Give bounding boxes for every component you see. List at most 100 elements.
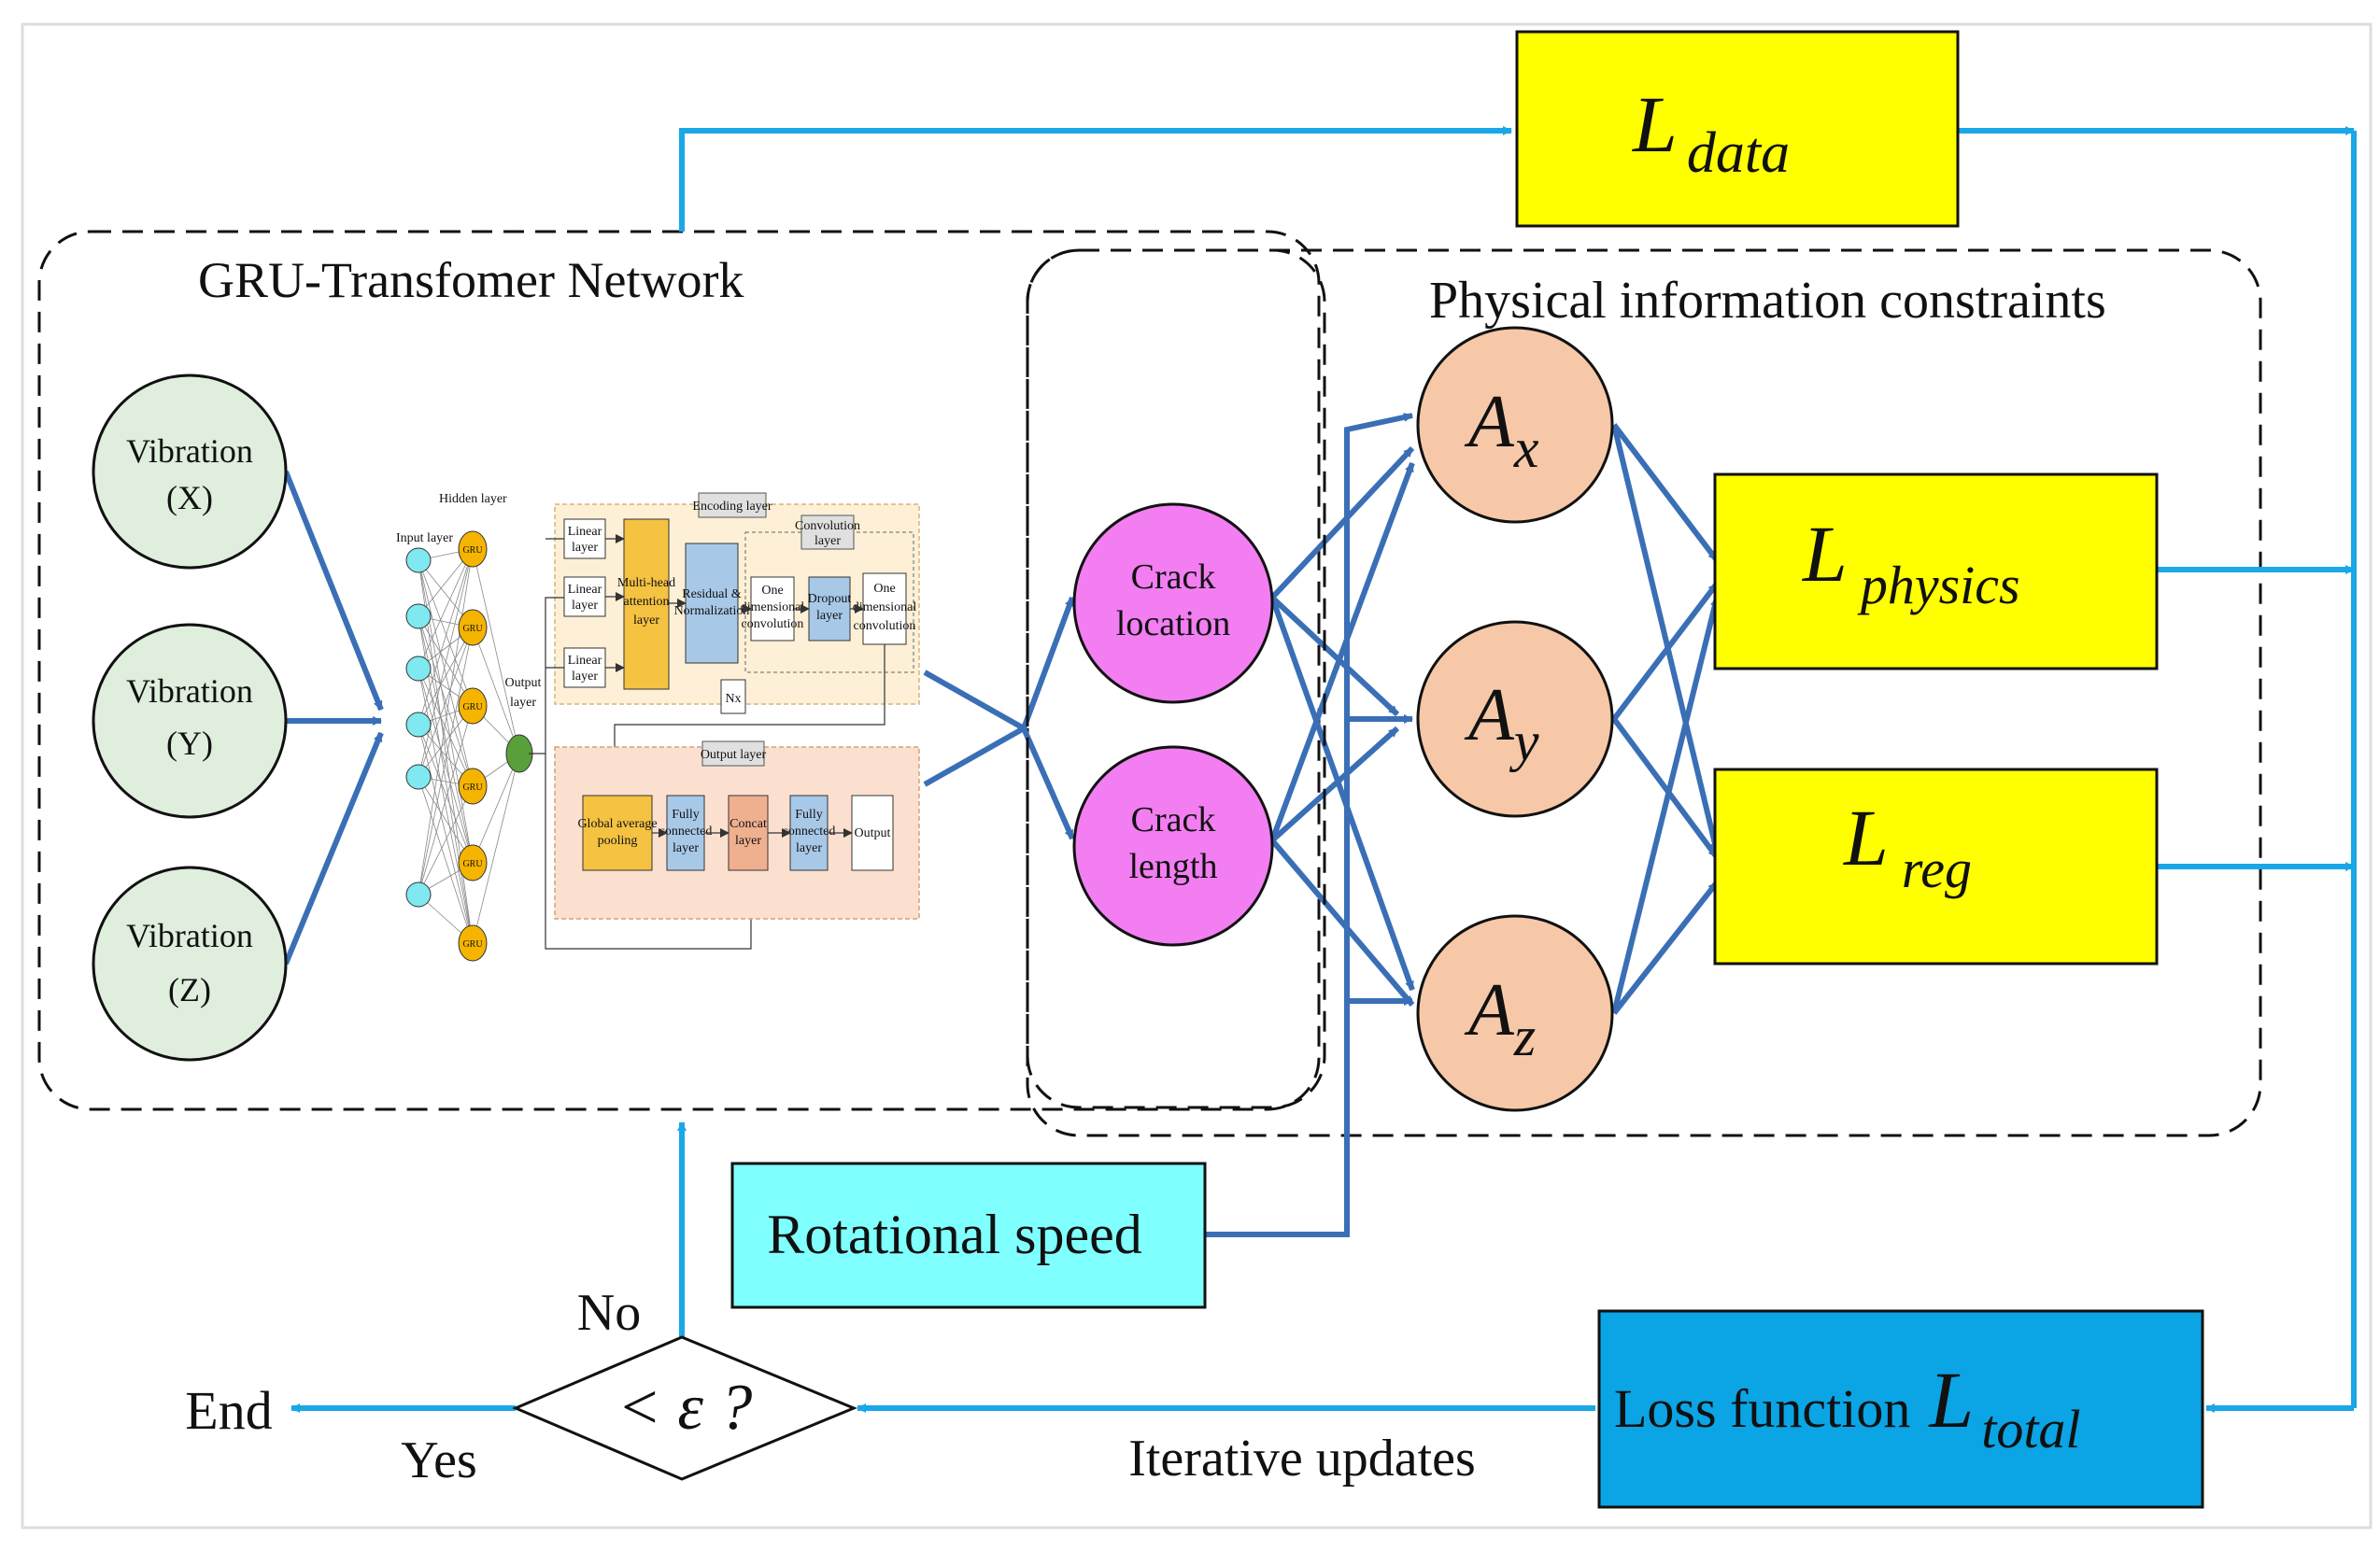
svg-text:Residual &: Residual & <box>682 587 741 601</box>
svg-text:layer: layer <box>572 670 598 684</box>
input-layer-node <box>405 603 432 629</box>
vibration-z-node: Vibration (Z) <box>92 866 288 1062</box>
svg-text:Fully: Fully <box>795 808 823 822</box>
feedback-loop <box>290 126 2357 1413</box>
svg-text:Linear: Linear <box>568 525 602 539</box>
svg-text:Rotational speed: Rotational speed <box>767 1204 1142 1265</box>
gru-node <box>458 530 488 568</box>
accel-x-node: Ax <box>1416 326 1614 524</box>
svg-text:(X): (X) <box>166 479 213 516</box>
iterative-updates-label: Iterative updates <box>1128 1430 1476 1488</box>
physical-constraints-group <box>1026 248 2262 1137</box>
svg-text:layer: layer <box>572 541 598 555</box>
svg-text:Hidden layer: Hidden layer <box>439 492 507 506</box>
input-layer-node <box>405 656 432 682</box>
svg-text:layer: layer <box>673 841 699 855</box>
svg-text:Vibration: Vibration <box>126 917 253 954</box>
frame-border <box>21 22 2373 1530</box>
svg-text:Vibration: Vibration <box>126 672 253 710</box>
svg-text:Fully: Fully <box>672 808 700 822</box>
vibration-x-node: Vibration (X) <box>92 374 288 570</box>
svg-text:One: One <box>873 582 895 596</box>
svg-text:Normalization: Normalization <box>674 604 750 618</box>
svg-text:layer: layer <box>572 599 598 613</box>
svg-text:convolution: convolution <box>742 617 804 631</box>
svg-text:Nx: Nx <box>725 692 741 706</box>
input-layer-node <box>405 764 432 790</box>
input-layer-node <box>405 881 432 908</box>
svg-text:Ax: Ax <box>1464 381 1539 479</box>
svg-text:Crack: Crack <box>1131 557 1216 597</box>
output-layer-node <box>505 734 533 773</box>
svg-text:layer: layer <box>815 534 841 548</box>
svg-text:Global average: Global average <box>577 817 657 831</box>
gru-network-thumbnail: Hidden layer Input layer Output layer GR… <box>396 492 920 962</box>
svg-text:Convolution: Convolution <box>795 519 860 533</box>
gru-node <box>458 768 488 805</box>
convergence-check-diamond: < ε ? <box>512 1335 857 1481</box>
svg-text:Ay: Ay <box>1464 674 1539 772</box>
svg-text:Dropout: Dropout <box>808 592 852 606</box>
end-label: End <box>185 1380 272 1441</box>
gru-node-label: GRU <box>462 859 483 869</box>
svg-text:Input layer: Input layer <box>396 531 453 545</box>
svg-text:length: length <box>1129 847 1218 886</box>
accel-y-node: Ay <box>1416 620 1614 818</box>
input-layer-node <box>405 547 432 573</box>
gru-node <box>458 687 488 725</box>
gru-node <box>458 609 488 646</box>
svg-text:Output: Output <box>505 676 542 690</box>
svg-text:layer: layer <box>816 609 843 623</box>
svg-text:Multi-head: Multi-head <box>617 576 675 590</box>
svg-text:Linear: Linear <box>568 654 602 668</box>
gru-node-label: GRU <box>462 939 483 950</box>
svg-text:< ε ?: < ε ? <box>617 1372 753 1444</box>
gru-node-label: GRU <box>462 702 483 712</box>
svg-text:connected: connected <box>783 825 836 839</box>
svg-text:dimensional: dimensional <box>853 600 917 614</box>
svg-text:layer: layer <box>735 834 761 848</box>
gru-node <box>458 924 488 962</box>
svg-text:(Z): (Z) <box>168 971 211 1008</box>
svg-text:layer: layer <box>796 841 822 855</box>
rotational-speed-box: Rotational speed <box>730 1162 1207 1309</box>
svg-text:dimensional: dimensional <box>741 600 805 614</box>
svg-text:Az: Az <box>1464 969 1536 1067</box>
svg-text:connected: connected <box>659 825 713 839</box>
accel-z-node: Az <box>1416 914 1614 1112</box>
svg-text:convolution: convolution <box>854 619 916 633</box>
gru-node-label: GRU <box>462 545 483 556</box>
gru-node-label: GRU <box>462 783 483 793</box>
svg-text:Crack: Crack <box>1131 800 1216 839</box>
svg-text:layer: layer <box>510 696 536 710</box>
no-label: No <box>577 1284 641 1342</box>
input-layer-node <box>405 712 432 738</box>
gru-node <box>458 844 488 881</box>
svg-text:pooling: pooling <box>598 834 638 848</box>
physical-constraints-title: Physical information constraints <box>1429 272 2106 330</box>
svg-text:Linear: Linear <box>568 583 602 597</box>
svg-text:Output layer: Output layer <box>701 748 767 762</box>
svg-text:attention: attention <box>624 595 670 609</box>
crack-to-accel-arrows <box>1205 412 1415 1237</box>
crack-group <box>1026 248 1326 1109</box>
crack-location-node: Crack location <box>1072 502 1274 704</box>
svg-text:layer: layer <box>633 613 659 627</box>
gru-network-title: GRU-Transfomer Network <box>198 252 744 308</box>
svg-text:(Y): (Y) <box>166 725 213 762</box>
svg-text:Output: Output <box>855 826 891 840</box>
svg-text:One: One <box>761 584 783 598</box>
vibration-y-node: Vibration (Y) <box>92 623 288 819</box>
svg-text:location: location <box>1116 604 1230 643</box>
svg-text:Concat: Concat <box>730 817 767 831</box>
svg-text:Encoding layer: Encoding layer <box>692 500 772 514</box>
